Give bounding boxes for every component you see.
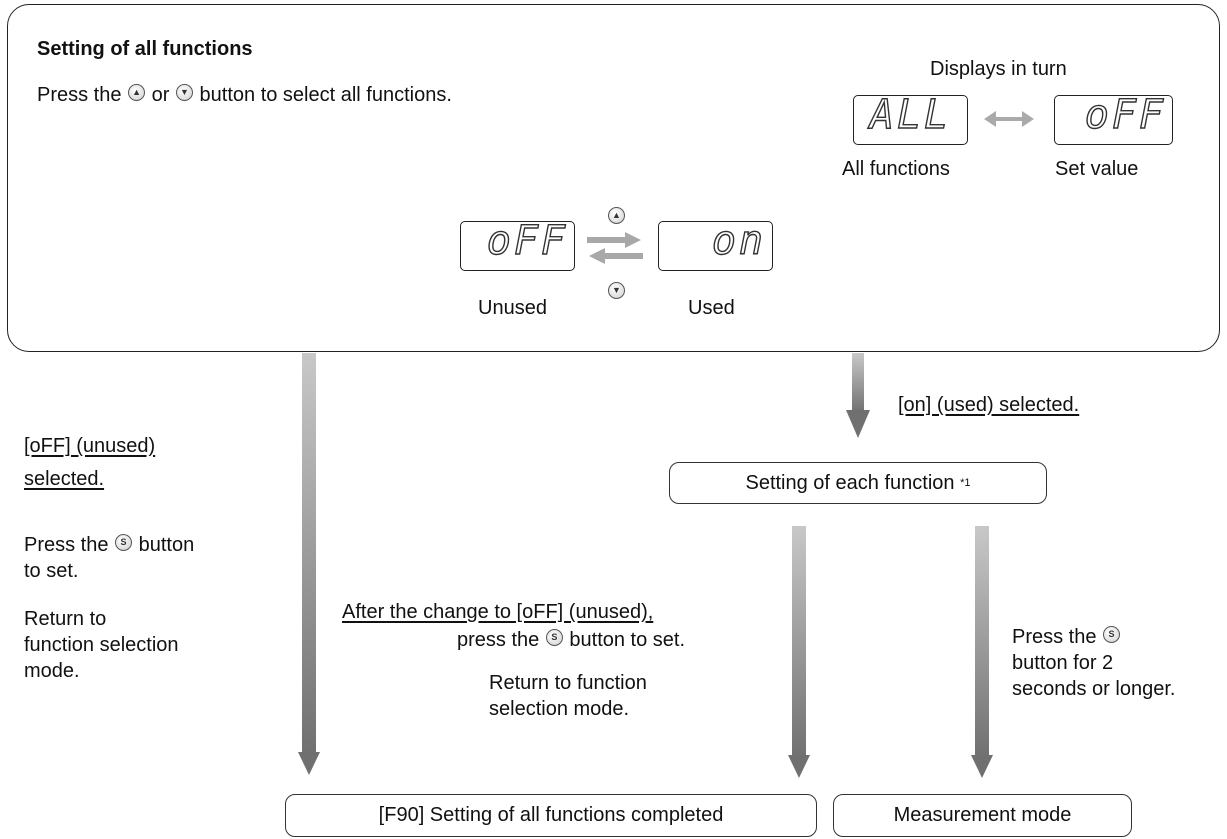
hold-line3: seconds or longer.: [1012, 678, 1176, 700]
each-function-box: Setting of each function *1: [669, 462, 1047, 504]
lcd-used-text: on: [711, 217, 766, 264]
instruction-suffix: button to select all functions.: [199, 84, 452, 106]
on-selected-condition: [on] (used) selected.: [898, 394, 1080, 416]
all-functions-panel: [7, 4, 1220, 352]
return-line1: Return to: [24, 608, 107, 630]
return-function-line2: selection mode.: [489, 698, 630, 720]
each-function-label: Setting of each function: [745, 471, 955, 494]
hold-line2: button for 2: [1012, 652, 1114, 674]
all-functions-label: All functions: [842, 158, 950, 180]
displays-in-turn-label: Displays in turn: [930, 58, 1067, 80]
return-function-line1: Return to function: [489, 672, 647, 694]
arrow-panel-to-each-function: [846, 353, 870, 438]
arrow-each-to-measurement: [971, 526, 993, 778]
used-label: Used: [688, 297, 735, 319]
down-button-icon: ▼: [608, 282, 625, 299]
press-set-line2: to set.: [24, 560, 79, 582]
lcd-all-display: ALL: [853, 91, 968, 145]
completed-box: [F90] Setting of all functions completed: [285, 794, 817, 837]
panel-title: Setting of all functions: [37, 38, 253, 60]
hold-line1: Press the S: [1012, 625, 1121, 650]
measurement-mode-box: Measurement mode: [833, 794, 1132, 837]
lcd-set-value-display: oFF: [1054, 91, 1173, 145]
set-button-icon: S: [545, 629, 563, 646]
unused-label: Unused: [478, 297, 547, 319]
press-set-line1: Press the S button: [24, 534, 195, 556]
up-button-icon: ▲: [128, 84, 146, 101]
lcd-set-value-text: oFF: [1084, 91, 1166, 138]
lcd-unused-display: oFF: [460, 217, 575, 271]
return-line3: mode.: [24, 660, 80, 682]
toggle-arrows-icon: [587, 232, 643, 264]
up-button-icon: ▲: [608, 207, 625, 224]
double-arrow-icon: [984, 111, 1034, 127]
down-button-icon: ▼: [175, 84, 193, 101]
lcd-unused-text: oFF: [486, 217, 568, 264]
set-button-icon: S: [1103, 626, 1121, 643]
arrow-each-to-completed: [788, 526, 810, 778]
after-change-line1: After the change to [oFF] (unused),: [342, 601, 654, 623]
lcd-all-text: ALL: [869, 91, 952, 138]
return-line2: function selection: [24, 634, 179, 656]
after-change-line2: press the S button to set.: [457, 629, 686, 651]
measurement-mode-label: Measurement mode: [893, 804, 1072, 826]
off-selected-condition-2: selected.: [24, 468, 105, 490]
instruction-or: or: [151, 84, 170, 106]
off-selected-condition-1: [oFF] (unused): [24, 435, 156, 457]
footnote-marker: *1: [960, 477, 971, 489]
arrow-left-to-completed: [298, 353, 320, 775]
set-button-icon: S: [115, 534, 133, 551]
completed-label: [F90] Setting of all functions completed: [378, 804, 724, 826]
instruction-prefix: Press the: [37, 84, 122, 106]
lcd-used-display: on: [658, 217, 773, 271]
panel-instruction: Press the ▲ or ▼ button to select all fu…: [37, 83, 452, 108]
set-value-label: Set value: [1055, 158, 1139, 180]
